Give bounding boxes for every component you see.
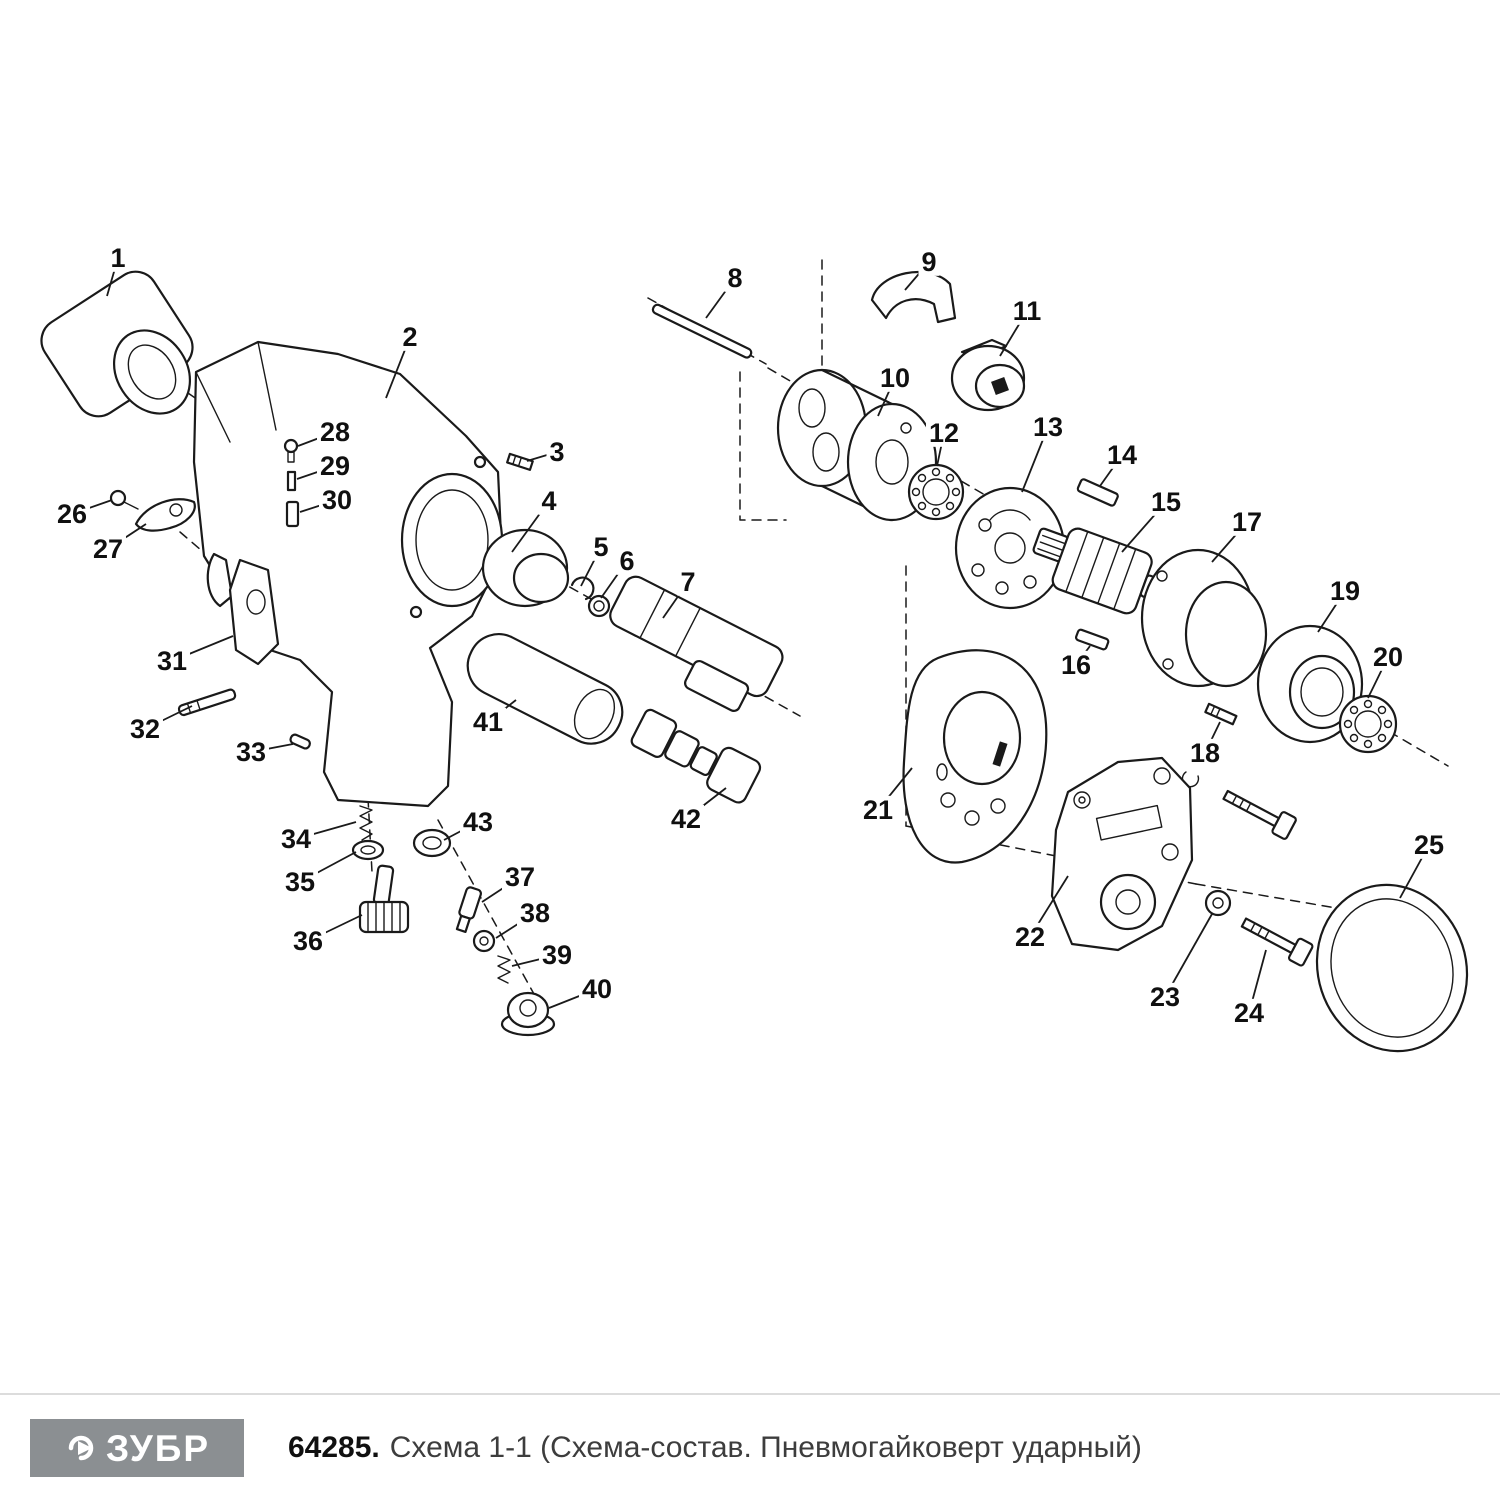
- part-22-rear-cover: [1050, 756, 1194, 952]
- part-label-43: 43: [459, 807, 497, 836]
- part-4-collar: [481, 528, 570, 608]
- part-34-spring: [359, 805, 373, 841]
- part-label-32: 32: [126, 714, 164, 743]
- part-label-3: 3: [546, 437, 568, 466]
- part-label-10: 10: [876, 363, 914, 392]
- part-label-16: 16: [1057, 650, 1095, 679]
- part-label-7: 7: [677, 567, 699, 596]
- part-label-30: 30: [318, 485, 356, 514]
- part-23-washer: [1204, 889, 1232, 917]
- part-6-washer: [587, 594, 611, 618]
- part-label-35: 35: [281, 867, 319, 896]
- part-label-41: 41: [469, 707, 507, 736]
- part-label-18: 18: [1186, 738, 1224, 767]
- part-label-36: 36: [289, 926, 327, 955]
- part-28-screw: [283, 438, 299, 463]
- footer: ЗУБР 64285. Схема 1-1 (Схема-состав. Пне…: [0, 1393, 1500, 1500]
- part-label-24: 24: [1230, 998, 1268, 1027]
- part-2-housing: [192, 340, 504, 808]
- footer-row: ЗУБР 64285. Схема 1-1 (Схема-состав. Пне…: [0, 1395, 1500, 1477]
- part-40-inlet: [500, 991, 556, 1037]
- part-label-42: 42: [667, 804, 705, 833]
- part-38-nut: [472, 929, 496, 953]
- part-label-38: 38: [516, 898, 554, 927]
- part-21-end-plate: [902, 649, 1048, 864]
- part-label-5: 5: [590, 532, 612, 561]
- part-27-lever: [134, 498, 196, 532]
- part-label-39: 39: [538, 940, 576, 969]
- part-label-2: 2: [399, 322, 421, 351]
- part-label-8: 8: [724, 263, 746, 292]
- part-33-pin: [289, 733, 311, 750]
- part-bolt-upper: [1222, 789, 1297, 840]
- part-8-rod: [651, 303, 753, 359]
- part-5-circlip: [570, 576, 595, 601]
- part-37-valve: [455, 886, 482, 934]
- part-26-screw: [109, 489, 139, 510]
- part-label-28: 28: [316, 417, 354, 446]
- zubr-logo-icon: [64, 1432, 96, 1464]
- part-label-14: 14: [1103, 440, 1141, 469]
- part-35-washer: [351, 839, 385, 861]
- part-19-rear-plate: [1256, 624, 1364, 744]
- part-12-bearing: [907, 463, 965, 521]
- part-9-hammer-frame: [870, 270, 957, 324]
- part-14-key: [1076, 478, 1119, 507]
- part-31-trigger: [206, 552, 280, 666]
- part-label-34: 34: [277, 824, 315, 853]
- part-label-15: 15: [1147, 487, 1185, 516]
- part-42-valve-stem: [630, 708, 762, 804]
- diagram-caption: 64285. Схема 1-1 (Схема-состав. Пневмога…: [288, 1431, 1142, 1465]
- part-15-rotor: [1032, 527, 1163, 615]
- part-label-19: 19: [1326, 576, 1364, 605]
- part-label-21: 21: [859, 795, 897, 824]
- part-label-31: 31: [153, 646, 191, 675]
- part-label-9: 9: [918, 247, 940, 276]
- exploded-diagram: [40, 259, 1469, 1053]
- part-label-29: 29: [316, 451, 354, 480]
- part-24-bolt: [1240, 917, 1314, 967]
- part-label-40: 40: [578, 974, 616, 1003]
- zubr-logo-text: ЗУБР: [105, 1427, 211, 1469]
- part-39-spring: [497, 955, 511, 984]
- part-41-tube: [466, 633, 624, 745]
- part-43-seal: [412, 828, 452, 858]
- diagram-title: Схема 1-1 (Схема-состав. Пневмогайковерт…: [389, 1431, 1142, 1464]
- zubr-logo: ЗУБР: [30, 1419, 244, 1477]
- part-label-12: 12: [925, 418, 963, 447]
- part-label-22: 22: [1011, 922, 1049, 951]
- part-label-4: 4: [538, 486, 560, 515]
- part-25-ring: [1315, 883, 1469, 1053]
- part-30-pin: [285, 500, 300, 528]
- part-label-23: 23: [1146, 982, 1184, 1011]
- part-1-boot: [40, 270, 194, 418]
- part-label-33: 33: [232, 737, 270, 766]
- part-label-6: 6: [616, 546, 638, 575]
- part-label-13: 13: [1029, 412, 1067, 441]
- part-label-11: 11: [1009, 296, 1045, 325]
- part-label-27: 27: [89, 534, 127, 563]
- part-label-25: 25: [1410, 830, 1448, 859]
- part-16-key: [1074, 628, 1110, 651]
- part-label-1: 1: [107, 243, 129, 272]
- part-29-pin: [286, 470, 297, 492]
- part-17-cylinder: [1140, 548, 1268, 688]
- part-7-valve-cylinder: [609, 575, 784, 712]
- part-label-26: 26: [53, 499, 91, 528]
- part-label-20: 20: [1369, 642, 1407, 671]
- diagram-code: 64285.: [288, 1431, 380, 1464]
- part-36-air-regulator: [358, 864, 410, 934]
- part-label-37: 37: [501, 862, 539, 891]
- part-3-screw: [506, 452, 534, 471]
- part-label-17: 17: [1228, 507, 1266, 536]
